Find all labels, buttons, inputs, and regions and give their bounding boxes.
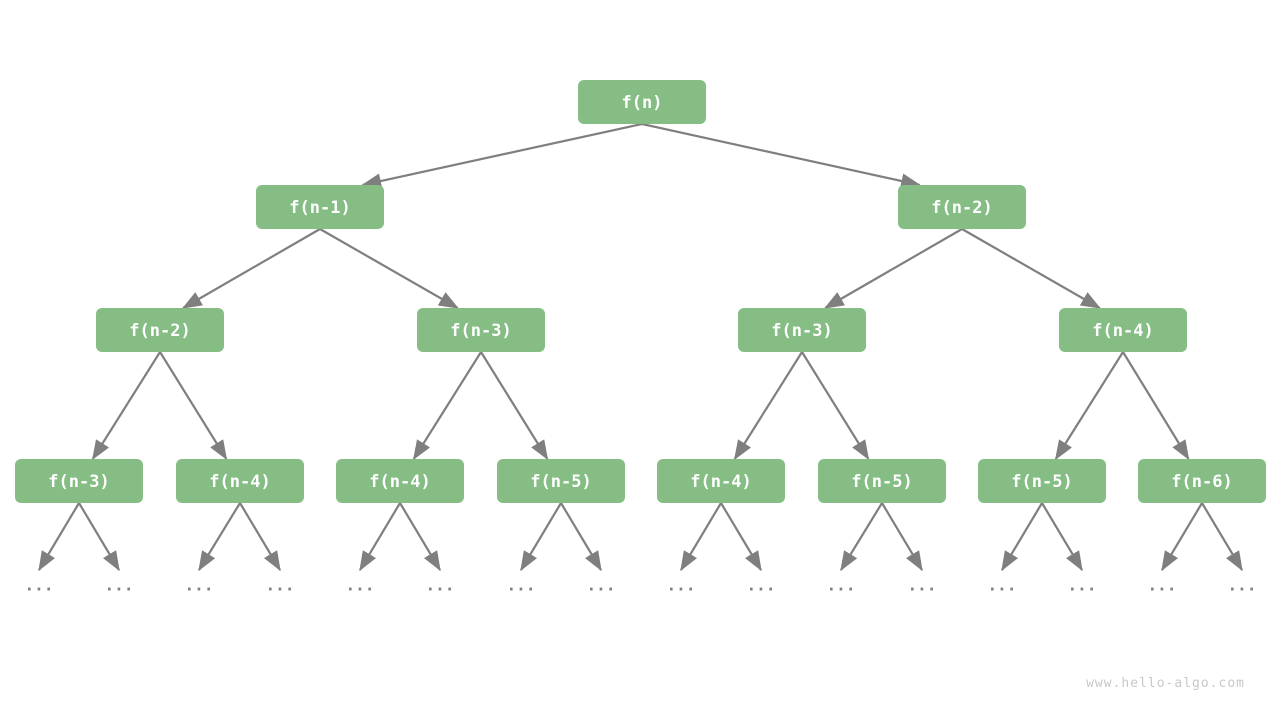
tree-node-label: f(n-3)	[48, 472, 109, 492]
tree-node-box[interactable]	[96, 308, 224, 352]
tree-edge	[399, 502, 441, 572]
tree-edge	[38, 502, 80, 572]
tree-edge	[361, 122, 643, 189]
tree-node-label: f(n-3)	[450, 321, 511, 341]
tree-ellipsis-label: ...	[346, 576, 375, 595]
tree-ellipsis-label: ...	[827, 576, 856, 595]
tree-node[interactable]: f(n-2)	[898, 185, 1026, 229]
tree-edge	[733, 351, 803, 461]
tree-ellipsis-label: ...	[667, 576, 696, 595]
tree-node[interactable]: f(n-5)	[978, 459, 1106, 503]
tree-node[interactable]: f(n-3)	[15, 459, 143, 503]
tree-node[interactable]: f(n-3)	[738, 308, 866, 352]
tree-edge	[319, 228, 459, 309]
tree-edge	[881, 502, 923, 572]
tree-node-box[interactable]	[978, 459, 1106, 503]
tree-node-label: f(n-4)	[369, 472, 430, 492]
tree-edge	[1161, 502, 1203, 572]
nodes-layer: f(n) f(n-1) f(n-2) f(n-2) f(n-3) f(n-3) f(n-4)…	[15, 80, 1266, 503]
tree-ellipsis-label: ...	[25, 576, 54, 595]
tree-edge	[412, 351, 482, 461]
tree-node[interactable]: f(n-3)	[417, 308, 545, 352]
tree-ellipsis-label: ...	[1148, 576, 1177, 595]
tree-node-label: f(n-5)	[530, 472, 591, 492]
tree-edge	[78, 502, 120, 572]
tree-node-box[interactable]	[1138, 459, 1266, 503]
tree-node-box[interactable]	[578, 80, 706, 124]
tree-ellipsis-label: ...	[185, 576, 214, 595]
tree-node-label: f(n-6)	[1171, 472, 1232, 492]
tree-edge	[641, 122, 921, 189]
tree-node[interactable]: f(n-4)	[336, 459, 464, 503]
tree-edge	[91, 351, 161, 461]
tree-ellipsis-label: ...	[747, 576, 776, 595]
tree-edge	[159, 351, 228, 461]
tree-ellipsis-label: ...	[105, 576, 134, 595]
tree-ellipsis-label: ...	[266, 576, 295, 595]
tree-node[interactable]: f(n-1)	[256, 185, 384, 229]
tree-node-box[interactable]	[336, 459, 464, 503]
tree-node-label: f(n-5)	[1011, 472, 1072, 492]
tree-ellipsis-label: ...	[988, 576, 1017, 595]
tree-node[interactable]: f(n-2)	[96, 308, 224, 352]
tree-node-box[interactable]	[497, 459, 625, 503]
watermark-label: www.hello-algo.com	[1086, 676, 1245, 691]
tree-node[interactable]: f(n)	[578, 80, 706, 124]
tree-ellipsis-label: ...	[1068, 576, 1097, 595]
tree-edge	[1001, 502, 1043, 572]
tree-ellipsis-label: ...	[908, 576, 937, 595]
tree-ellipsis-label: ...	[507, 576, 536, 595]
tree-edge	[1122, 351, 1190, 461]
tree-edge	[239, 502, 281, 572]
tree-node-box[interactable]	[176, 459, 304, 503]
tree-edge	[801, 351, 870, 461]
tree-node[interactable]: f(n-5)	[818, 459, 946, 503]
tree-edge	[720, 502, 762, 572]
tree-node[interactable]: f(n-4)	[1059, 308, 1187, 352]
tree-edge	[480, 351, 549, 461]
tree-edge	[680, 502, 722, 572]
tree-edge	[961, 228, 1101, 309]
tree-ellipsis-label: ...	[587, 576, 616, 595]
tree-node[interactable]: f(n-4)	[657, 459, 785, 503]
tree-node-box[interactable]	[417, 308, 545, 352]
tree-node-label: f(n-2)	[931, 198, 992, 218]
tree-node-label: f(n-5)	[851, 472, 912, 492]
tree-node[interactable]: f(n-4)	[176, 459, 304, 503]
tree-node-label: f(n-2)	[129, 321, 190, 341]
tree-node[interactable]: f(n-6)	[1138, 459, 1266, 503]
tree-node-label: f(n-4)	[209, 472, 270, 492]
tree-edge	[1041, 502, 1083, 572]
tree-edge	[520, 502, 562, 572]
tree-edge	[198, 502, 241, 572]
tree-node-label: f(n-4)	[1092, 321, 1153, 341]
tree-node-box[interactable]	[898, 185, 1026, 229]
edges-layer	[38, 122, 1243, 572]
tree-edge	[560, 502, 602, 572]
tree-node-label: f(n-3)	[771, 321, 832, 341]
tree-edge	[1054, 351, 1124, 461]
ellipses-layer: ........................................…	[25, 576, 1257, 595]
tree-edge	[840, 502, 883, 572]
tree-edge	[1201, 502, 1243, 572]
tree-node-label: f(n-1)	[289, 198, 350, 218]
tree-ellipsis-label: ...	[426, 576, 455, 595]
tree-node-box[interactable]	[1059, 308, 1187, 352]
tree-edge	[359, 502, 401, 572]
tree-node-label: f(n-4)	[690, 472, 751, 492]
tree-node-box[interactable]	[657, 459, 785, 503]
tree-node-label: f(n)	[622, 93, 663, 113]
tree-edge	[182, 228, 321, 309]
tree-ellipsis-label: ...	[1228, 576, 1257, 595]
tree-node-box[interactable]	[256, 185, 384, 229]
tree-edge	[824, 228, 963, 309]
tree-node-box[interactable]	[738, 308, 866, 352]
tree-node-box[interactable]	[15, 459, 143, 503]
tree-node-box[interactable]	[818, 459, 946, 503]
tree-node[interactable]: f(n-5)	[497, 459, 625, 503]
